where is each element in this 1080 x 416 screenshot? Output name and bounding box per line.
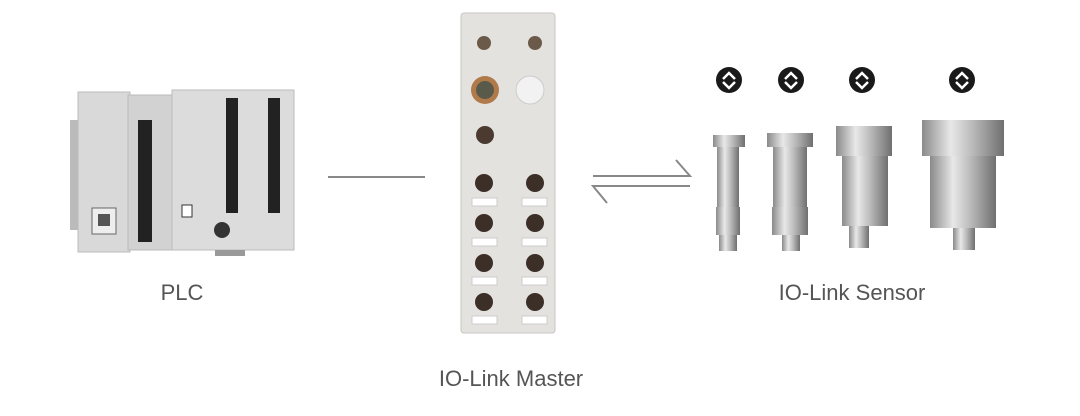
- io-link-master-device: [460, 12, 556, 334]
- io-link-sensor-label: IO-Link Sensor: [778, 280, 926, 305]
- sensor-m18: [836, 126, 892, 248]
- io-link-icon: [949, 67, 975, 93]
- plc-device: [70, 89, 295, 256]
- sensor-m8: [713, 135, 745, 251]
- sensor-m12: [767, 133, 813, 251]
- io-link-icon: [849, 67, 875, 93]
- arrow-right: [593, 159, 693, 177]
- io-link-sensors: [713, 120, 1004, 251]
- io-link-icons: [716, 67, 975, 93]
- arrow-left: [590, 185, 690, 204]
- io-link-icon: [778, 67, 804, 93]
- io-link-icon: [716, 67, 742, 93]
- plc-label: PLC: [160, 280, 204, 305]
- sensor-m30: [922, 120, 1004, 250]
- bidirectional-arrows: [590, 159, 693, 204]
- io-link-master-label: IO-Link Master: [438, 366, 584, 391]
